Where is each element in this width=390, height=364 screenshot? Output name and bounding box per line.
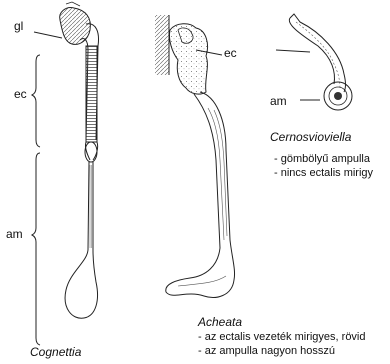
note-acheata-2: - az ampulla nagyon hosszú [198, 345, 335, 358]
caption-cernosvitoviella: Cernosvioviella [270, 131, 351, 144]
note-acheata-1: - az ectalis vezeték mirigyes, rövid [198, 331, 366, 344]
caption-cognettia: Cognettia [30, 346, 81, 359]
note-cernosvitoviella-2: - nincs ectalis mirigy [274, 167, 373, 180]
label-gl: gl [14, 20, 23, 33]
cognettia-drawing [32, 2, 99, 345]
caption-acheata: Acheata [198, 316, 242, 329]
am-bracket [32, 153, 40, 345]
acheata-ampulla [166, 92, 235, 297]
label-am-left: am [6, 228, 23, 241]
cognettia-ampulla [65, 162, 97, 318]
label-ec-mid: ec [224, 47, 237, 60]
gland [60, 8, 91, 45]
acheata-ectal-gland [169, 24, 207, 94]
label-am-right: am [270, 95, 287, 108]
ec-bracket [32, 55, 40, 147]
label-ec-left: ec [14, 88, 27, 101]
acheata-drawing [155, 15, 235, 297]
cernosvitoviella-drawing [276, 14, 352, 110]
note-cernosvitoviella-1: - gömbölyű ampulla [274, 153, 370, 166]
